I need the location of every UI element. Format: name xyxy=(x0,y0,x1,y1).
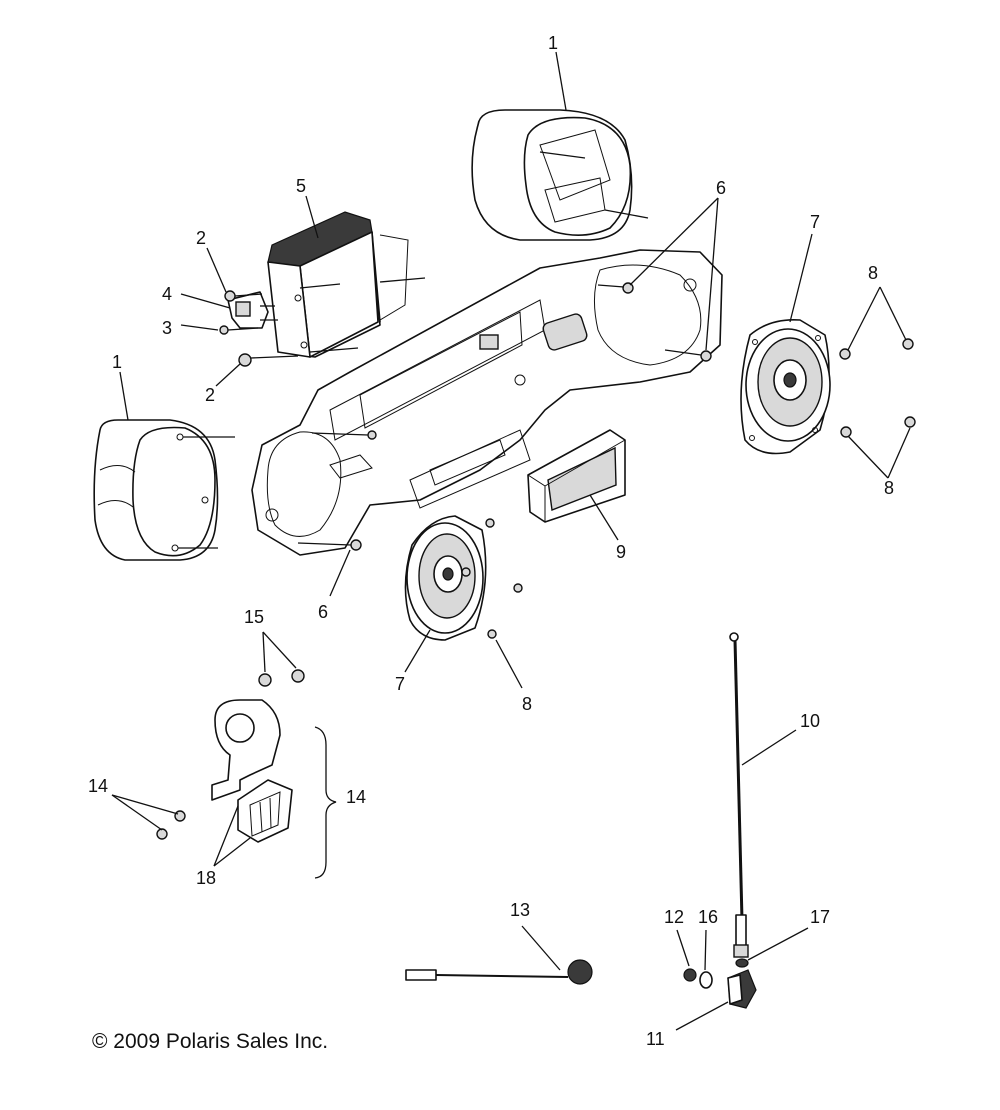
callout-5: 5 xyxy=(296,176,306,196)
callout-15: 15 xyxy=(244,607,264,627)
callout-3: 3 xyxy=(162,318,172,338)
washer-16 xyxy=(699,971,713,989)
fairing-inner-panel xyxy=(251,249,723,556)
screw-6-mid xyxy=(311,430,377,440)
callout-1-upper: 1 xyxy=(548,33,558,53)
antenna-mast xyxy=(729,632,749,958)
copyright-notice: © 2009 Polaris Sales Inc. xyxy=(92,1030,329,1053)
control-bracket xyxy=(211,699,293,843)
callout-6-lower: 6 xyxy=(318,602,328,622)
nut-12 xyxy=(683,968,697,982)
speaker-pod-upper xyxy=(471,109,649,241)
callout-6-upper: 6 xyxy=(716,178,726,198)
callout-8-right: 8 xyxy=(884,478,894,498)
amplifier xyxy=(267,211,426,358)
callout-2-upper: 2 xyxy=(196,228,206,248)
speaker-right xyxy=(740,318,831,455)
screw-14-a xyxy=(174,810,186,822)
screw-8-f xyxy=(513,583,523,593)
callout-14-left: 14 xyxy=(88,776,108,796)
callout-9: 9 xyxy=(616,542,626,562)
screw-8-a xyxy=(839,348,851,360)
callout-17: 17 xyxy=(810,907,830,927)
callout-18: 18 xyxy=(196,868,216,888)
callout-8-upper: 8 xyxy=(868,263,878,283)
amplifier-bracket xyxy=(227,291,278,329)
screw-15-a xyxy=(258,673,272,687)
speaker-pod-lower xyxy=(93,419,235,561)
callout-16: 16 xyxy=(698,907,718,927)
group-brace-14 xyxy=(314,726,337,879)
antenna-cable xyxy=(405,959,593,985)
callout-13: 13 xyxy=(510,900,530,920)
screw-6-lower xyxy=(297,539,362,551)
screw-6-right xyxy=(664,349,712,362)
callout-14-right: 14 xyxy=(346,787,366,807)
callout-4: 4 xyxy=(162,284,172,304)
screw-8-b xyxy=(902,338,914,350)
screw-8-g xyxy=(487,629,497,639)
callout-7-right: 7 xyxy=(810,212,820,232)
callout-12: 12 xyxy=(664,907,684,927)
screw-8-e xyxy=(485,518,495,528)
callout-10: 10 xyxy=(800,711,820,731)
screw-2-upper xyxy=(224,290,263,302)
screw-8-c xyxy=(840,426,852,438)
antenna-mount xyxy=(727,969,757,1009)
speaker-lower xyxy=(404,515,487,641)
washer-17 xyxy=(735,958,749,968)
callout-7-lower: 7 xyxy=(395,674,405,694)
callout-8-lower: 8 xyxy=(522,694,532,714)
callout-11: 11 xyxy=(646,1029,665,1049)
screw-3 xyxy=(219,325,259,335)
leader-lines xyxy=(111,51,911,1031)
screw-15-b xyxy=(291,669,305,683)
screw-14-b xyxy=(156,828,168,840)
callout-1-lower: 1 xyxy=(112,352,122,372)
screw-6-upper xyxy=(597,282,634,294)
callout-2-lower: 2 xyxy=(205,385,215,405)
radio-head-unit xyxy=(527,429,626,523)
screw-8-d xyxy=(904,416,916,428)
screw-2-lower xyxy=(238,353,299,367)
